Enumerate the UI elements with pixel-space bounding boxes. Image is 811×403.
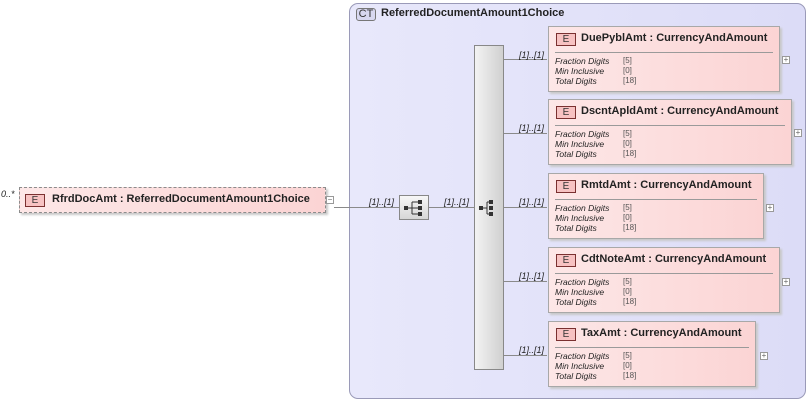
child-element-name: RmtdAmt : CurrencyAndAmount	[581, 179, 752, 191]
sequence-compositor[interactable]	[399, 195, 429, 220]
expand-toggle[interactable]: +	[782, 277, 790, 286]
child-element-name: TaxAmt : CurrencyAndAmount	[581, 327, 742, 339]
facet-label: Min Inclusive	[555, 66, 605, 76]
facet-label: Fraction Digits	[555, 277, 610, 287]
child-divider	[555, 125, 785, 126]
connector-root-seq	[334, 207, 399, 208]
root-element-label: RfrdDocAmt : ReferredDocumentAmount1Choi…	[52, 193, 310, 205]
child-element-box[interactable]	[548, 26, 780, 92]
facet-label: Total Digits	[555, 297, 597, 307]
choice-compositor[interactable]	[474, 45, 504, 370]
facet-label: Total Digits	[555, 371, 597, 381]
child-element-badge: E	[556, 180, 576, 193]
facet-label: Fraction Digits	[555, 203, 610, 213]
facet-label: Fraction Digits	[555, 56, 610, 66]
child-element-badge: E	[556, 33, 576, 46]
child-cardinality: [1]..[1]	[519, 123, 545, 133]
facet-label: Min Inclusive	[555, 361, 605, 371]
expand-toggle[interactable]: +	[794, 128, 802, 137]
seq-cardinality-in: [1]..[1]	[369, 197, 395, 207]
child-element-box[interactable]	[548, 321, 756, 387]
facet-value: [18]	[623, 149, 637, 158]
facet-value: [5]	[623, 129, 632, 138]
child-element-name: DuePyblAmt : CurrencyAndAmount	[581, 32, 768, 44]
facet-label: Min Inclusive	[555, 287, 605, 297]
child-cardinality: [1]..[1]	[519, 345, 545, 355]
child-element-name: DscntApldAmt : CurrencyAndAmount	[581, 105, 779, 117]
choice-icon	[479, 200, 493, 216]
facet-value: [5]	[623, 351, 632, 360]
connector-child-2	[504, 207, 547, 208]
child-divider	[555, 273, 773, 274]
facet-value: [18]	[623, 223, 637, 232]
child-element-badge: E	[556, 106, 576, 119]
facet-label: Total Digits	[555, 149, 597, 159]
seq-cardinality-out: [1]..[1]	[444, 197, 470, 207]
connector-seq-choice	[429, 207, 474, 208]
facet-value: [18]	[623, 371, 637, 380]
child-cardinality: [1]..[1]	[519, 197, 545, 207]
child-element-box[interactable]	[548, 173, 764, 239]
connector-child-0	[504, 59, 547, 60]
expand-toggle[interactable]: +	[766, 203, 774, 212]
facet-value: [0]	[623, 139, 632, 148]
facet-label: Fraction Digits	[555, 129, 610, 139]
child-cardinality: [1]..[1]	[519, 271, 545, 281]
root-cardinality: 0..*	[1, 189, 15, 199]
facet-value: [18]	[623, 297, 637, 306]
child-element-badge: E	[556, 328, 576, 341]
facet-value: [5]	[623, 203, 632, 212]
complex-type-badge: CT	[356, 8, 376, 21]
facet-label: Min Inclusive	[555, 139, 605, 149]
facet-value: [5]	[623, 56, 632, 65]
facet-label: Total Digits	[555, 76, 597, 86]
facet-label: Total Digits	[555, 223, 597, 233]
child-element-name: CdtNoteAmt : CurrencyAndAmount	[581, 253, 767, 265]
child-element-box[interactable]	[548, 99, 792, 165]
child-divider	[555, 347, 749, 348]
connector-child-1	[504, 133, 547, 134]
root-element-box[interactable]	[19, 187, 326, 213]
complex-type-title: ReferredDocumentAmount1Choice	[381, 7, 565, 19]
child-cardinality: [1]..[1]	[519, 50, 545, 60]
root-element-badge: E	[25, 194, 45, 207]
child-divider	[555, 52, 773, 53]
sequence-icon	[404, 200, 422, 216]
connector-child-4	[504, 355, 547, 356]
facet-label: Fraction Digits	[555, 351, 610, 361]
expand-toggle[interactable]: +	[760, 351, 768, 360]
collapse-toggle[interactable]: −	[326, 195, 334, 204]
child-element-box[interactable]	[548, 247, 780, 313]
facet-value: [5]	[623, 277, 632, 286]
expand-toggle[interactable]: +	[782, 55, 790, 64]
child-element-badge: E	[556, 254, 576, 267]
facet-value: [0]	[623, 287, 632, 296]
facet-value: [0]	[623, 213, 632, 222]
facet-value: [18]	[623, 76, 637, 85]
child-divider	[555, 199, 757, 200]
facet-value: [0]	[623, 361, 632, 370]
facet-value: [0]	[623, 66, 632, 75]
facet-label: Min Inclusive	[555, 213, 605, 223]
connector-child-3	[504, 281, 547, 282]
